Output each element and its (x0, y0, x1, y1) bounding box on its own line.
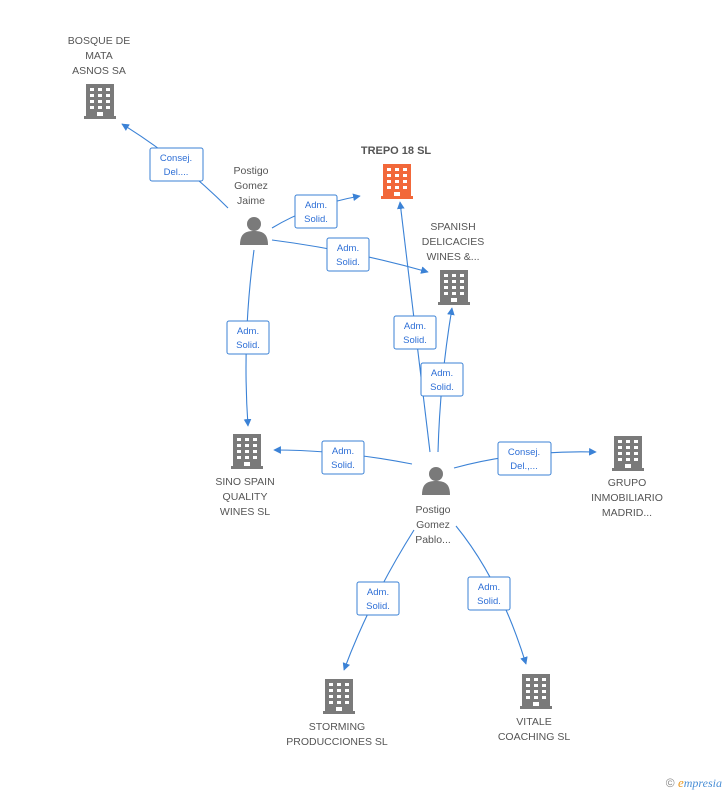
building-icon (381, 164, 413, 199)
edge-label-jaime-sino[interactable]: Adm. Solid. (226, 320, 270, 355)
node-label-line: PRODUCCIONES SL (286, 736, 388, 748)
brand-logo-text: mpresia (683, 776, 722, 790)
node-label-line: QUALITY (223, 491, 268, 503)
node-label-line: GRUPO (608, 477, 647, 489)
edge-label-line-2: Del.... (164, 167, 189, 178)
building-icon (612, 436, 644, 471)
node-label-line: SINO SPAIN (215, 476, 274, 488)
edge-label-line-2: Solid. (430, 382, 454, 393)
edge-label-pablo-grupo[interactable]: Consej. Del.,... (497, 441, 552, 476)
edge-label-line-2: Del.,... (510, 461, 537, 472)
node-label-line: COACHING SL (498, 731, 571, 743)
edge-label-line-1: Adm. (367, 587, 389, 598)
edge-label-line-1: Adm. (237, 326, 259, 337)
edge-label-pablo-vitale[interactable]: Adm. Solid. (467, 576, 511, 611)
edge-label-line-2: Solid. (236, 340, 260, 351)
node-spanish-delicacies-wines[interactable]: SPANISH DELICACIES WINES &... (422, 221, 484, 305)
edge-label-line-1: Consej. (508, 447, 540, 458)
node-trepo-18[interactable]: TREPO 18 SL (361, 145, 432, 199)
node-label-line: WINES &... (426, 251, 479, 263)
footer-watermark: © empresia (666, 775, 722, 791)
edge-label-line-1: Adm. (332, 446, 354, 457)
brand-logo-e: e (677, 775, 684, 790)
edge-label-jaime-spanish[interactable]: Adm. Solid. (326, 237, 370, 272)
edge-label-jaime-trepo[interactable]: Adm. Solid. (294, 194, 338, 229)
edge-label-line-1: Adm. (337, 243, 359, 254)
node-label-line: Gomez (234, 180, 268, 192)
node-storming-producciones[interactable]: STORMING PRODUCCIONES SL (286, 679, 388, 748)
node-label-line: Pablo... (415, 534, 451, 546)
edge-label-pablo-trepo[interactable]: Adm. Solid. (393, 315, 437, 350)
edge-label-line-2: Solid. (336, 257, 360, 268)
node-label-line: DELICACIES (422, 236, 484, 248)
node-label-line: WINES SL (220, 506, 270, 518)
edge-label-line-1: Adm. (305, 200, 327, 211)
node-sino-spain-quality-wines[interactable]: SINO SPAIN QUALITY WINES SL (215, 434, 275, 518)
building-icon (323, 679, 355, 714)
edge-label-line-2: Solid. (366, 601, 390, 612)
node-label-line: Gomez (416, 519, 450, 531)
edge-label-line-2: Solid. (331, 460, 355, 471)
edge-label-line-1: Consej. (160, 153, 192, 164)
edge-label-pablo-sino[interactable]: Adm. Solid. (321, 440, 365, 475)
edge-label-line-1: Adm. (431, 368, 453, 379)
node-label-line: BOSQUE DE (68, 35, 130, 47)
edge-label-line-1: Adm. (478, 582, 500, 593)
node-label-line: Postigo (415, 504, 450, 516)
building-icon (231, 434, 263, 469)
node-vitale-coaching[interactable]: VITALE COACHING SL (498, 674, 571, 743)
edge-labels: Consej. Del.... Adm. Solid. Adm. Solid. … (149, 147, 552, 616)
edge-label-pablo-spanish[interactable]: Adm. Solid. (420, 362, 464, 397)
node-bosque-de-mata-asnos[interactable]: BOSQUE DE MATA ASNOS SA (68, 35, 130, 119)
node-label-line: Jaime (237, 195, 265, 207)
edge-label-line-2: Solid. (403, 335, 427, 346)
node-label-line: STORMING (309, 721, 365, 733)
node-label-line: ASNOS SA (72, 65, 126, 77)
building-icon (438, 270, 470, 305)
node-label-line: MADRID... (602, 507, 652, 519)
node-label-line: MATA (85, 50, 113, 62)
node-label-line: TREPO 18 SL (361, 145, 432, 157)
node-grupo-inmobiliario-madrid[interactable]: GRUPO INMOBILIARIO MADRID... (591, 436, 663, 519)
person-icon (240, 217, 268, 245)
node-postigo-gomez-pablo[interactable]: Postigo Gomez Pablo... (415, 467, 451, 546)
node-label-line: SPANISH (430, 221, 475, 233)
building-icon (84, 84, 116, 119)
node-label-line: Postigo (233, 165, 268, 177)
building-icon (520, 674, 552, 709)
person-icon (422, 467, 450, 495)
edge-label-jaime-bosque[interactable]: Consej. Del.... (149, 147, 204, 182)
edge-label-line-2: Solid. (304, 214, 328, 225)
edge-label-line-1: Adm. (404, 321, 426, 332)
copyright-symbol: © (665, 776, 675, 790)
node-postigo-gomez-jaime[interactable]: Postigo Gomez Jaime (233, 165, 269, 245)
node-label-line: VITALE (516, 716, 551, 728)
node-label-line: INMOBILIARIO (591, 492, 663, 504)
edge-label-line-2: Solid. (477, 596, 501, 607)
edge-label-pablo-storming[interactable]: Adm. Solid. (356, 581, 400, 616)
